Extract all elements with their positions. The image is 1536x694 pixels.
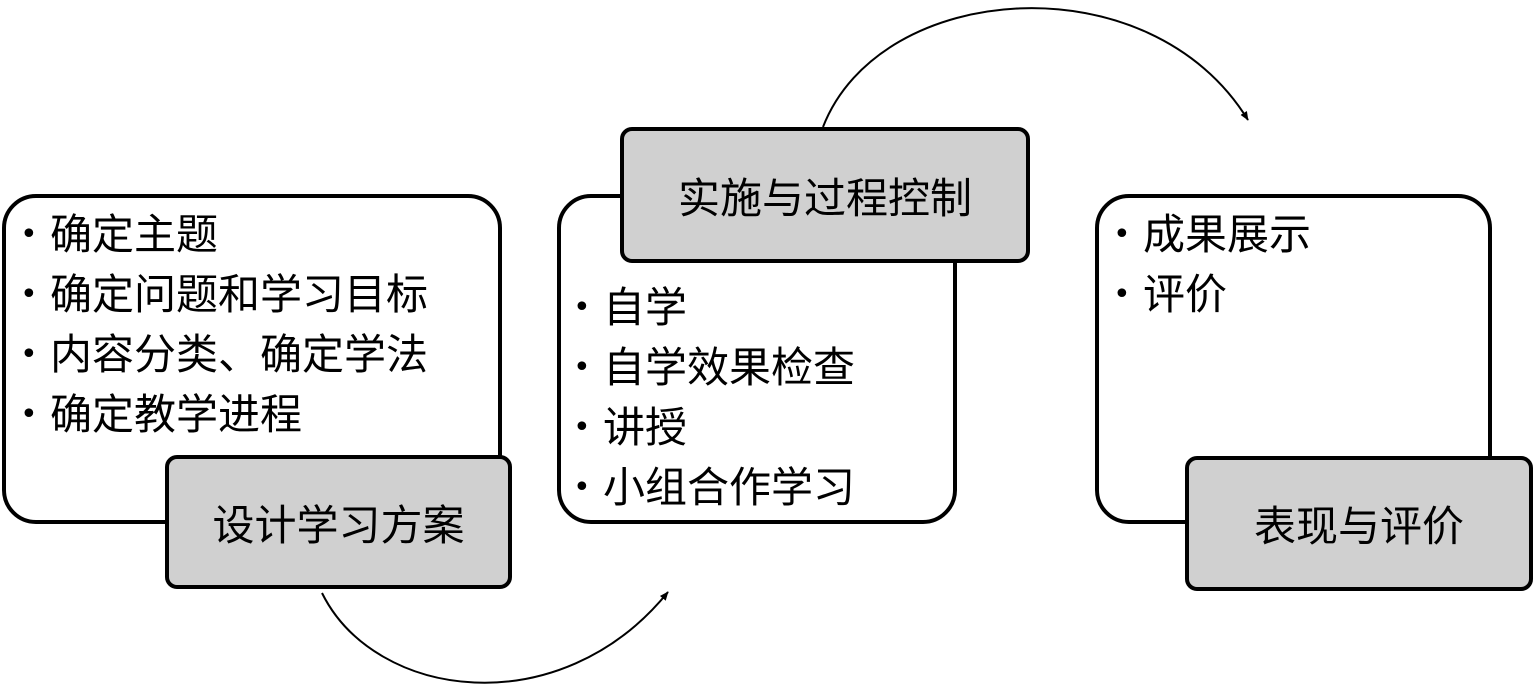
bullet-icon: •: [1113, 217, 1131, 252]
list-item: • 评价: [1113, 265, 1311, 325]
stage-1-title: 设计学习方案: [165, 455, 512, 589]
item-text: 评价: [1143, 270, 1228, 319]
list-item: • 讲授: [573, 398, 855, 458]
stage-3-items: • 成果展示 • 评价: [1113, 205, 1311, 325]
item-text: 确定问题和学习目标: [50, 270, 429, 319]
stage-2-items: • 自学 • 自学效果检查 • 讲授 • 小组合作学习: [573, 278, 855, 518]
item-text: 确定主题: [50, 210, 219, 259]
list-item: • 成果展示: [1113, 205, 1311, 265]
item-text: 讲授: [603, 403, 688, 452]
bullet-icon: •: [20, 217, 38, 252]
stage-3-title: 表现与评价: [1185, 456, 1533, 591]
arrow-stage2-to-stage3: [822, 7, 1249, 128]
item-text: 内容分类、确定学法: [50, 330, 429, 379]
bullet-icon: •: [573, 350, 591, 385]
list-item: • 内容分类、确定学法: [20, 325, 428, 385]
list-item: • 自学效果检查: [573, 338, 855, 398]
list-item: • 确定教学进程: [20, 385, 428, 445]
bullet-icon: •: [20, 337, 38, 372]
item-text: 成果展示: [1143, 210, 1312, 259]
stage-2-title: 实施与过程控制: [620, 127, 1030, 263]
item-text: 自学: [603, 283, 688, 332]
item-text: 自学效果检查: [603, 343, 856, 392]
list-item: • 自学: [573, 278, 855, 338]
bullet-icon: •: [573, 410, 591, 445]
list-item: • 确定主题: [20, 205, 428, 265]
bullet-icon: •: [20, 397, 38, 432]
item-text: 小组合作学习: [603, 463, 856, 512]
bullet-icon: •: [573, 290, 591, 325]
bullet-icon: •: [20, 277, 38, 312]
list-item: • 小组合作学习: [573, 458, 855, 518]
stage-1-items: • 确定主题 • 确定问题和学习目标 • 内容分类、确定学法 • 确定教学进程: [20, 205, 428, 445]
bullet-icon: •: [1113, 277, 1131, 312]
bullet-icon: •: [573, 470, 591, 505]
arrow-stage1-to-stage2: [321, 591, 669, 684]
item-text: 确定教学进程: [50, 390, 303, 439]
list-item: • 确定问题和学习目标: [20, 265, 428, 325]
